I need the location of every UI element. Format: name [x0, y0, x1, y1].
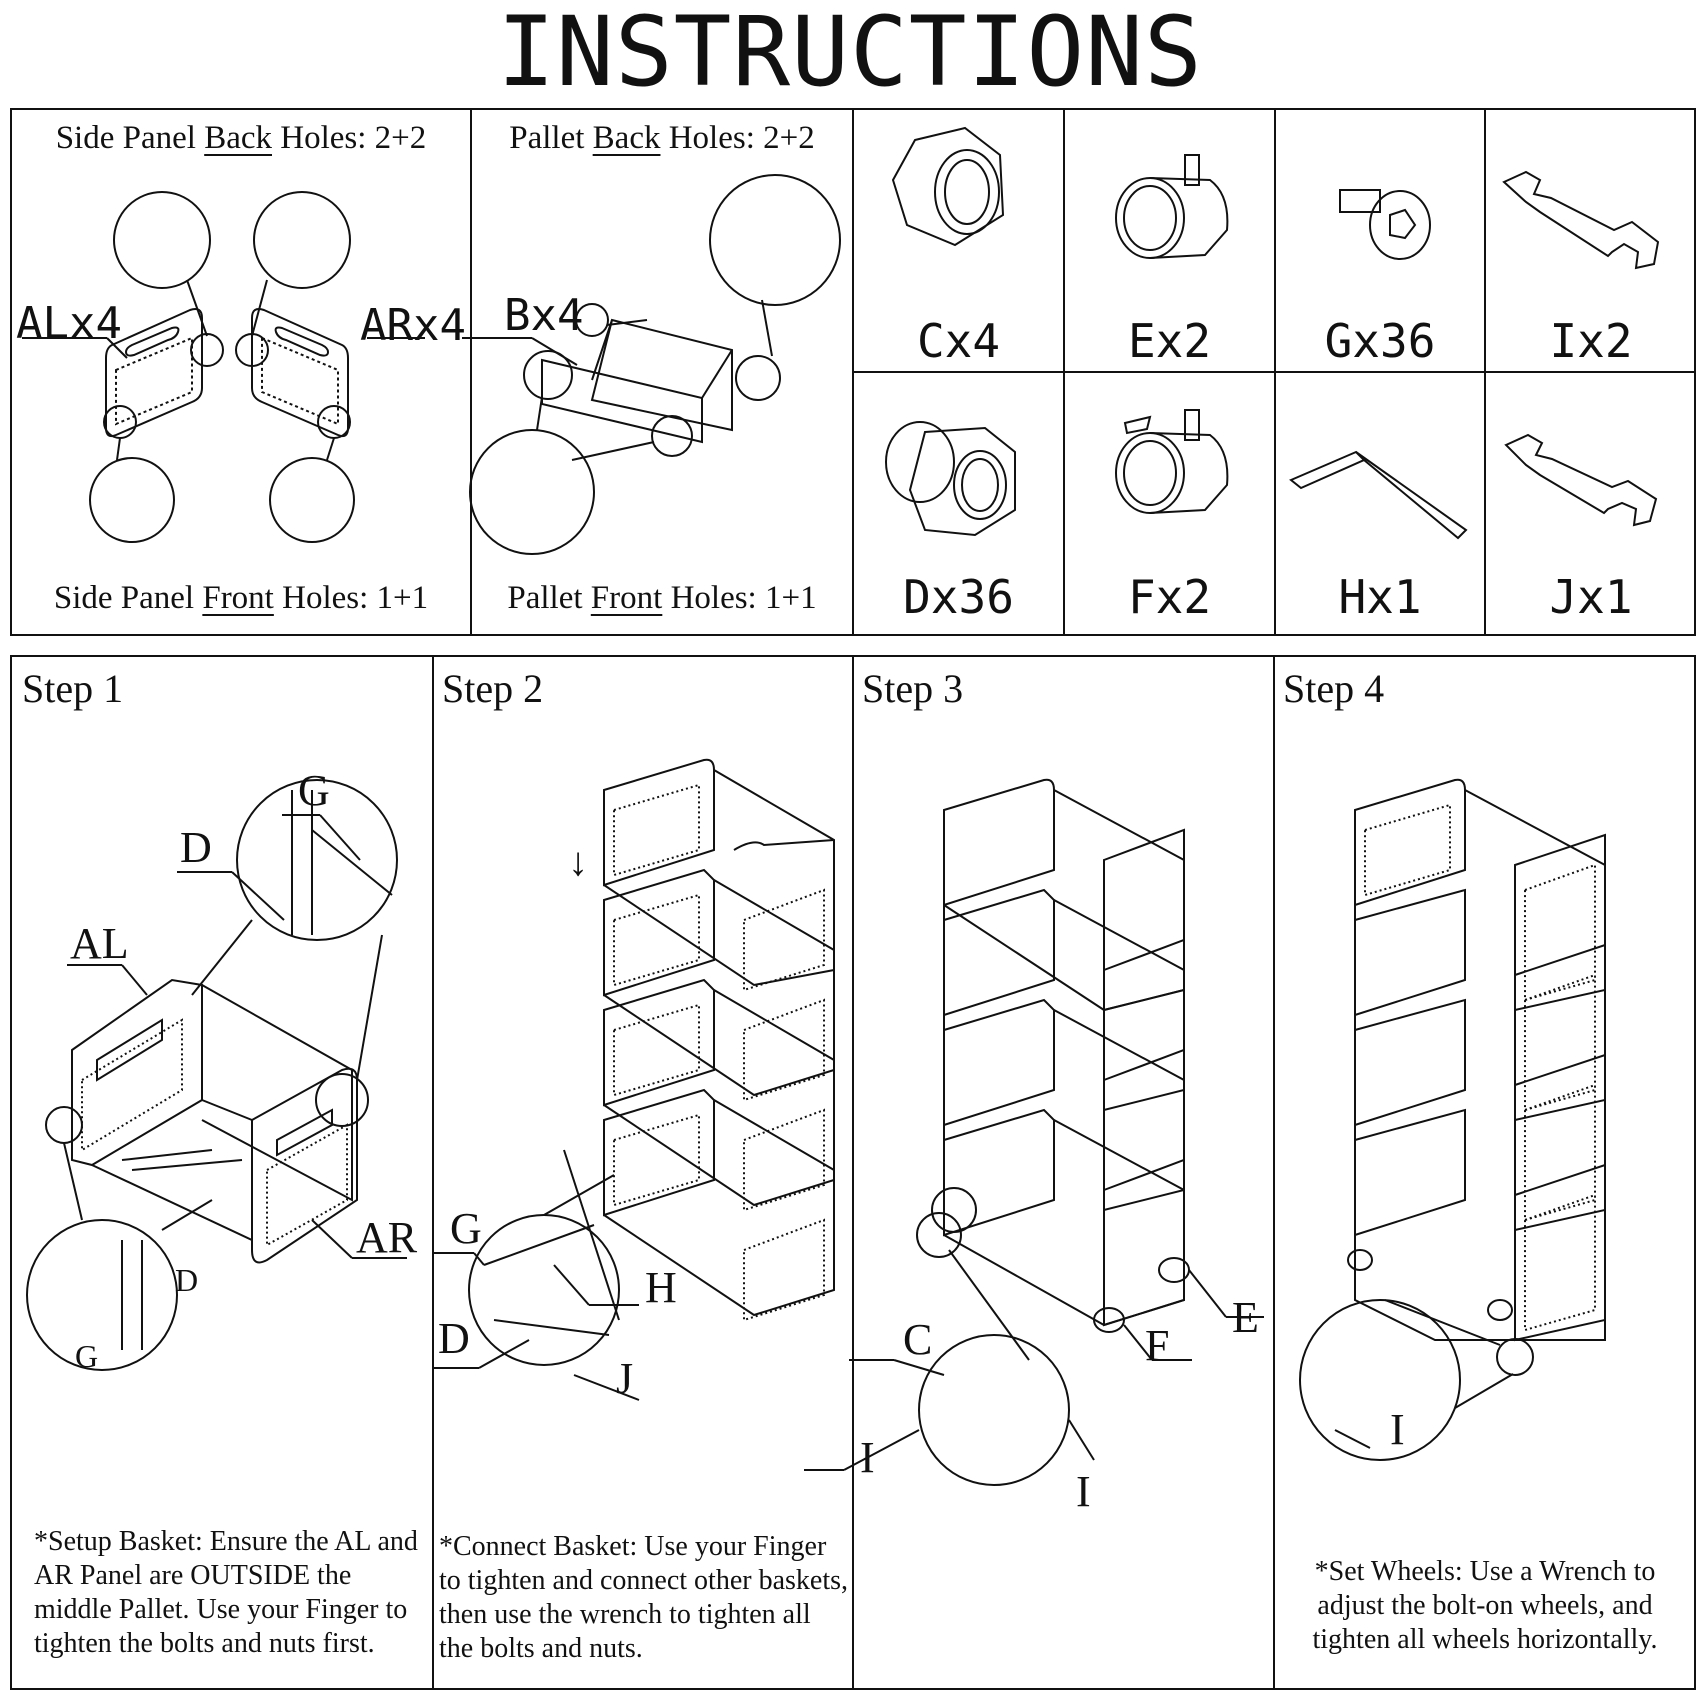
part-j-label: Jx1	[1549, 570, 1633, 624]
step-4-note: *Set Wheels: Use a Wrench to adjust the …	[1312, 1556, 1658, 1655]
divider	[1273, 655, 1275, 1690]
part-f-label: Fx2	[1127, 570, 1212, 624]
divider	[852, 655, 854, 1690]
caster-wheel-icon	[1105, 150, 1245, 270]
callout-g: G	[298, 766, 330, 815]
bolt-icon	[1330, 170, 1440, 280]
nut-cap-icon	[885, 120, 1025, 270]
small-wrench-icon	[1500, 425, 1670, 535]
pallet-front-caption: Pallet Front Holes: 1+1	[507, 580, 817, 616]
side-panel-front-caption: Side Panel Front Holes: 1+1	[53, 580, 429, 616]
step-2-label: Step 2	[442, 666, 544, 711]
callout-j: J	[616, 1354, 634, 1403]
ar-panel-illustration	[236, 192, 354, 542]
step-1-diagram	[12, 720, 432, 1360]
callout-i: I	[1390, 1405, 1405, 1454]
callout-c: C	[903, 1315, 933, 1364]
callout-d: D	[180, 823, 212, 872]
side-panel-back-caption: Side Panel Back Holes: 2+2	[55, 120, 427, 156]
callout-i: I	[860, 1433, 875, 1482]
part-e-label: Ex2	[1127, 314, 1212, 368]
callout-f: F	[1145, 1321, 1170, 1370]
callout-e: E	[1232, 1293, 1259, 1342]
part-c-label: Cx4	[916, 314, 1001, 368]
part-i-label: Ix2	[1549, 314, 1633, 368]
callout-d: D	[438, 1314, 470, 1363]
step-4-label: Step 4	[1283, 666, 1385, 711]
step-1-note: *Setup Basket: Ensure the AL and AR Pane…	[34, 1526, 418, 1659]
part-g-label: Gx36	[1324, 314, 1436, 368]
step-1-label: Step 1	[22, 666, 124, 711]
callout-al: AL	[70, 919, 129, 968]
step-3-diagram	[854, 740, 1273, 1540]
cap-nut-icon	[875, 410, 1035, 550]
brake-caster-icon	[1105, 405, 1245, 525]
step-2-arrow: ↓	[568, 839, 588, 884]
b-label: Bx4	[504, 290, 584, 341]
divider	[432, 655, 434, 1690]
callout-i: I	[1076, 1467, 1091, 1516]
part-d-label: Dx36	[903, 570, 1014, 624]
page-title: INSTRUCTIONS	[497, 0, 1203, 108]
callout-ar: AR	[356, 1213, 418, 1262]
divider	[852, 371, 1696, 373]
al-panel-illustration	[90, 192, 223, 542]
side-panels-diagram	[12, 160, 470, 580]
pallet-diagram	[472, 160, 852, 580]
pallet-back-caption: Pallet Back Holes: 2+2	[509, 120, 815, 156]
step-2-diagram	[434, 720, 852, 1400]
step-4-diagram	[1275, 740, 1694, 1480]
callout-h: H	[645, 1263, 677, 1312]
hex-key-icon	[1286, 440, 1476, 550]
wrench-icon	[1496, 160, 1671, 280]
al-label: ALx4	[16, 298, 122, 349]
callout-d: D	[175, 1262, 199, 1298]
part-h-label: Hx1	[1338, 570, 1422, 624]
callout-g: G	[450, 1204, 482, 1253]
callout-g: G	[75, 1338, 99, 1374]
step-2-note: *Connect Basket: Use your Finger to tigh…	[439, 1531, 848, 1664]
ar-label: ARx4	[360, 300, 466, 351]
divider	[470, 108, 472, 636]
step-3-label: Step 3	[862, 666, 964, 711]
